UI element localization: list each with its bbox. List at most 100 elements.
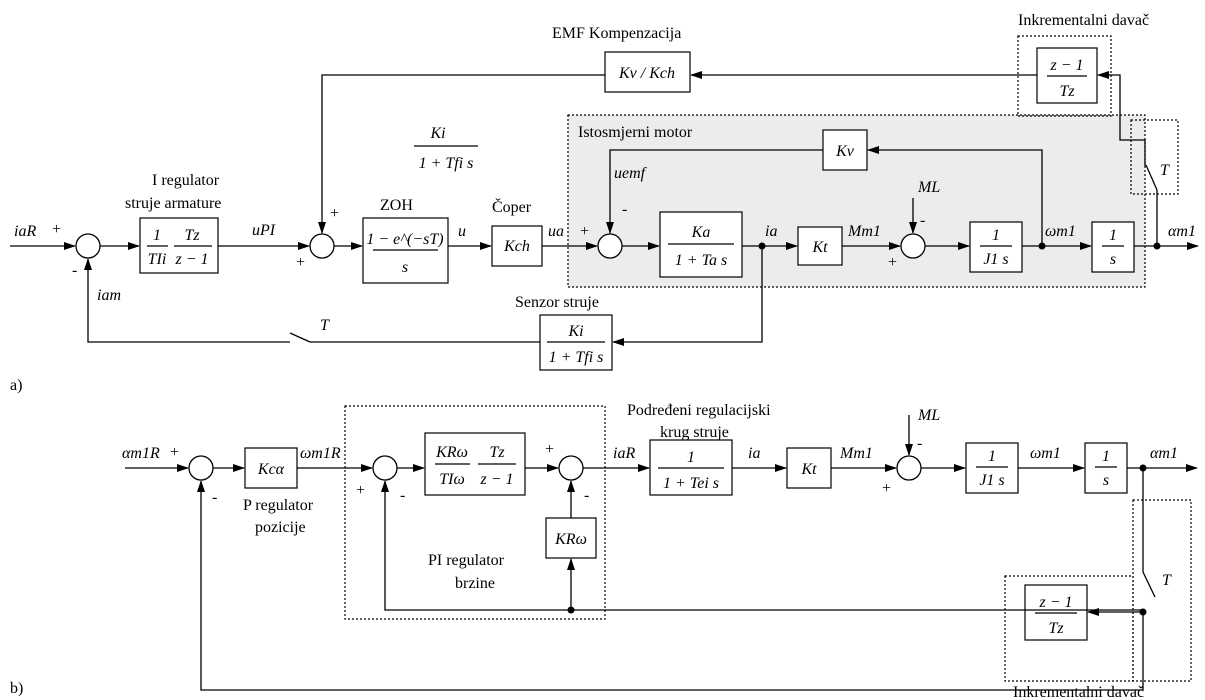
sign-b2-plus: + <box>356 482 365 499</box>
sig-iaR-a: iaR <box>14 223 36 240</box>
sig-am1-b: αm1 <box>1150 445 1178 462</box>
encoder-label-a: Inkrementalni davač <box>1018 12 1149 29</box>
kv-text: Kv <box>835 143 855 160</box>
encoder-switch-box-b <box>1132 499 1192 682</box>
inertia-a-num: 1 <box>992 227 1000 244</box>
zoh-label: ZOH <box>380 197 413 214</box>
krw-text: KRω <box>554 531 587 548</box>
integrator-a-num: 1 <box>1109 227 1117 244</box>
sum-junction-a2 <box>309 233 335 259</box>
sig-Mm1-b: Mm1 <box>839 445 873 462</box>
p-regulator-label-2: pozicije <box>255 519 306 536</box>
i-regulator-label-2: struje armature <box>125 195 221 212</box>
sign-a3-plus: + <box>580 223 589 240</box>
integrator-b-den: s <box>1103 472 1109 489</box>
sum-junction-a4 <box>900 233 926 259</box>
svg-text:1 + Tfi s: 1 + Tfi s <box>419 155 474 172</box>
sig-wm1R: ωm1R <box>300 445 341 462</box>
integrator-block-a <box>1091 221 1135 273</box>
pi-speed-num2: Tz <box>489 444 505 461</box>
sub-loop-label-1: Podređeni regulacijski <box>627 402 771 419</box>
i-regulator-label-1: I regulator <box>152 172 220 189</box>
sig-ia-a: ia <box>765 223 777 240</box>
integrator-b-num: 1 <box>1102 448 1110 465</box>
sig-T-a2: T <box>320 317 330 334</box>
kt-block-a <box>797 226 843 266</box>
pi-speed-box <box>344 405 606 620</box>
encoder-switch-box-a <box>1130 119 1179 195</box>
sign-b1-minus: - <box>212 489 217 506</box>
sig-ML-a: ML <box>917 179 940 196</box>
sig-iam: iam <box>97 287 121 304</box>
sign-a4-minus: - <box>920 212 925 229</box>
svg-text:Ki: Ki <box>429 125 445 142</box>
emf-block-text: Kv / Kch <box>618 65 675 82</box>
sign-b4-plus: + <box>882 480 891 497</box>
kt-block-b <box>786 447 832 489</box>
panel-a-label: a) <box>10 377 22 394</box>
sig-iaR-b: iaR <box>613 445 635 462</box>
current-pi-num2: Tz <box>184 227 200 244</box>
encoder-a-den: Tz <box>1059 83 1075 100</box>
pi-regulator-label-2: brzine <box>455 575 495 592</box>
integrator-block-b <box>1084 442 1128 494</box>
coper-label: Čoper <box>492 197 532 216</box>
sig-uPI: uPI <box>252 222 276 239</box>
kca-text: Kcα <box>257 461 285 478</box>
current-pi-den2: z − 1 <box>174 251 208 268</box>
sig-T-b: T <box>1162 572 1172 589</box>
current-loop-num: 1 <box>687 449 695 466</box>
sign-a2-plus2: + <box>330 205 339 222</box>
current-loop-den: 1 + Tei s <box>663 475 719 492</box>
emf-label: EMF Kompenzacija <box>552 25 681 42</box>
sig-ua: ua <box>548 223 564 240</box>
sign-b3-minus: - <box>584 487 589 504</box>
encoder-label-b: Inkrementalni davač <box>1013 684 1144 700</box>
pi-speed-den2: z − 1 <box>479 471 513 488</box>
sig-u: u <box>458 223 466 240</box>
encoder-b-den: Tz <box>1048 620 1064 637</box>
sum-junction-a3 <box>597 233 623 259</box>
current-sensor-den: 1 + Tfi s <box>549 349 604 366</box>
inertia-block-b <box>965 442 1019 494</box>
pi-speed-num1: KRω <box>435 444 468 461</box>
sum-junction-a1 <box>75 233 101 259</box>
inertia-a-den: J1 s <box>983 251 1008 268</box>
kv-block <box>822 129 868 171</box>
armature-den: 1 + Ta s <box>675 252 727 269</box>
inertia-b-den: J1 s <box>979 472 1004 489</box>
sign-b3-plus: + <box>545 441 554 458</box>
sig-T-a1: T <box>1160 162 1170 179</box>
armature-num: Ka <box>691 224 711 241</box>
kt-text-a: Kt <box>811 239 828 256</box>
sum-junction-b1 <box>188 455 214 481</box>
ki-floating-tf: Ki 1 + Tfi s <box>414 125 478 172</box>
current-pi-num1: 1 <box>153 227 161 244</box>
p-regulator-label-1: P regulator <box>243 497 314 514</box>
krw-block <box>545 517 597 559</box>
encoder-a-num: z − 1 <box>1049 57 1083 74</box>
sign-b2-minus: - <box>400 487 405 504</box>
sign-a2-plus1: + <box>296 254 305 271</box>
pi-speed-den1: TIω <box>439 471 465 488</box>
encoder-box-a <box>1017 35 1112 117</box>
sub-loop-label-2: krug struje <box>660 424 729 441</box>
sig-am1R: αm1R <box>122 445 160 462</box>
pi-regulator-label-1: PI regulator <box>428 552 505 569</box>
sign-a1-plus: + <box>52 221 61 238</box>
inertia-b-num: 1 <box>988 448 996 465</box>
encoder-b-num: z − 1 <box>1038 594 1072 611</box>
sign-a4-plus: + <box>888 254 897 271</box>
sum-junction-b3 <box>558 455 584 481</box>
inertia-block-a <box>969 221 1023 273</box>
sign-b1-plus: + <box>170 444 179 461</box>
sig-wm1-b: ωm1 <box>1030 445 1061 462</box>
sig-ia-b: ia <box>748 445 760 462</box>
kt-text-b: Kt <box>800 461 817 478</box>
integrator-a-den: s <box>1110 251 1116 268</box>
sig-uemf: uemf <box>614 165 648 182</box>
zoh-den: s <box>402 259 408 276</box>
current-sensor-label: Senzor struje <box>515 294 599 311</box>
sum-junction-b2 <box>372 455 398 481</box>
